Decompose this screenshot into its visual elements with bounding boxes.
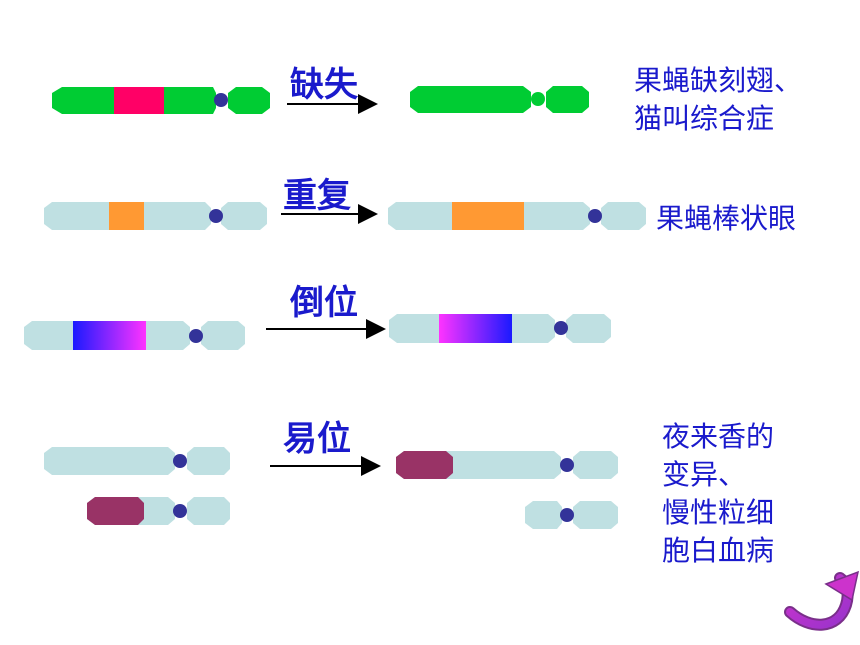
- example-line: 猫叫综合症: [634, 102, 775, 135]
- example-line: 果蝇棒状眼: [656, 202, 797, 235]
- duplicated-segment: [452, 202, 524, 230]
- return-arrow-icon[interactable]: [784, 570, 860, 631]
- centromere: [560, 458, 574, 472]
- centromere: [531, 92, 545, 106]
- centromere: [173, 454, 187, 468]
- translocation-examples: 夜来香的 变异、 慢性粒细 胞白血病: [662, 418, 774, 570]
- centromere: [173, 504, 187, 518]
- duplication-label: 重复: [283, 176, 351, 216]
- translocation-after-chromosome-long: [396, 451, 618, 479]
- deleted-segment: [114, 87, 164, 114]
- deletion-examples: 果蝇缺刻翅、 猫叫综合症: [634, 62, 802, 138]
- translocation-before-chromosome-long: [44, 447, 230, 475]
- example-line: 变异、: [662, 458, 747, 491]
- translocated-segment: [87, 497, 144, 525]
- duplication-after-chromosome: [388, 202, 646, 230]
- inverted-segment: [439, 314, 512, 343]
- centromere: [214, 93, 228, 107]
- inversion-label: 倒位: [290, 283, 358, 323]
- centromere: [588, 209, 602, 223]
- deletion-label: 缺失: [290, 65, 358, 105]
- example-line: 果蝇缺刻翅、: [634, 64, 803, 97]
- translocation-before-chromosome-short: [87, 497, 230, 525]
- centromere: [209, 209, 223, 223]
- centromere: [560, 508, 574, 522]
- inverted-segment: [73, 321, 146, 350]
- deletion-before-chromosome: [52, 87, 270, 114]
- example-line: 慢性粒细: [662, 496, 775, 529]
- translocation-after-chromosome-short: [525, 501, 618, 529]
- deletion-after-chromosome: [410, 86, 589, 113]
- translocation-label: 易位: [283, 419, 351, 459]
- centromere: [554, 321, 568, 335]
- inversion-after-chromosome: [389, 314, 611, 343]
- example-line: 胞白血病: [662, 534, 775, 567]
- example-line: 夜来香的: [662, 420, 775, 453]
- inversion-before-chromosome: [24, 321, 245, 350]
- duplication-before-chromosome: [44, 202, 267, 230]
- centromere: [189, 329, 203, 343]
- duplicated-segment: [109, 202, 144, 230]
- duplication-examples: 果蝇棒状眼: [656, 200, 796, 238]
- translocated-segment: [396, 451, 453, 479]
